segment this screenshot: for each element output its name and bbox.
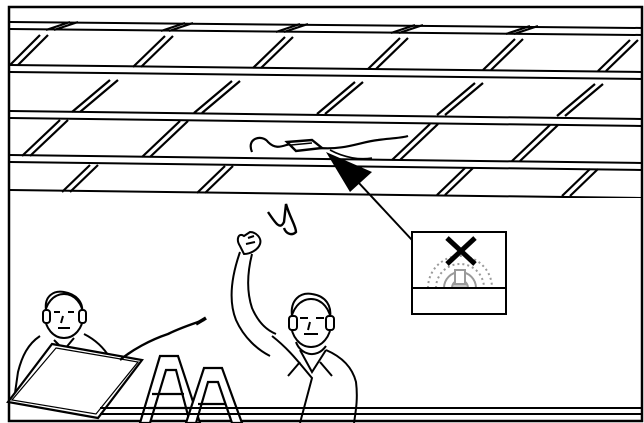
step-ladder: [140, 356, 242, 423]
callout-arrow: [326, 152, 412, 240]
wall-base: [100, 408, 642, 414]
installer-raising-arm: [232, 232, 357, 423]
panel-cable: [120, 318, 206, 360]
ceiling-tile-diagonals: [10, 22, 638, 196]
ceiling-panel: [8, 344, 142, 418]
ceiling-rails: [10, 22, 642, 198]
ceiling-grid: [10, 22, 642, 198]
prohibition-callout: [412, 232, 506, 314]
loose-cable: [268, 204, 296, 234]
